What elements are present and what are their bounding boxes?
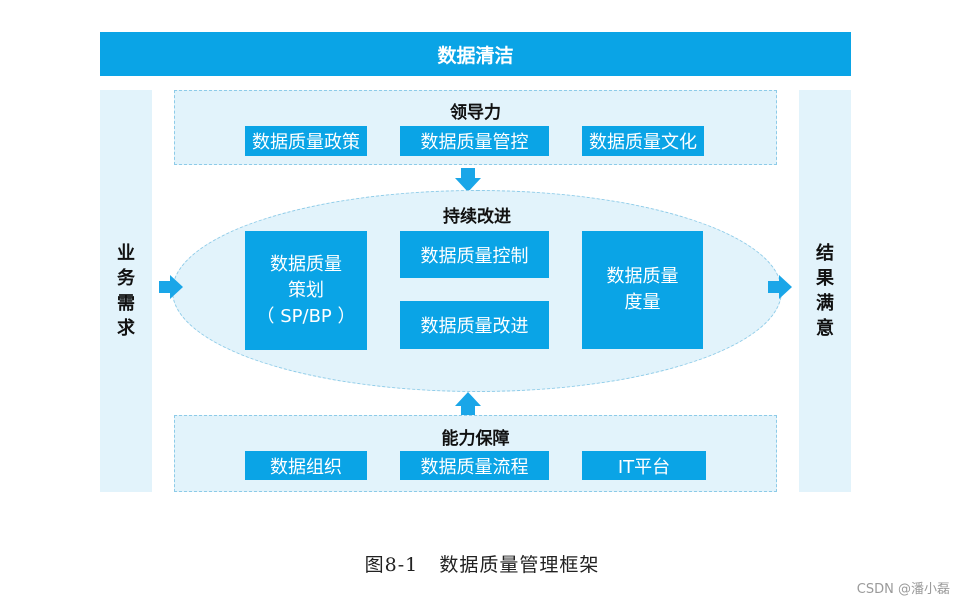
measure-line-2: 度量 [624, 292, 661, 313]
planning-line-2: 策划 [288, 279, 324, 301]
watermark: CSDN @潘小磊 [856, 582, 950, 597]
measure-line-1: 数据质量 [606, 266, 679, 287]
top-banner: 数据清洁 [100, 32, 851, 76]
arrow-right-icon [768, 275, 792, 299]
right-panel-char: 结 [816, 243, 834, 264]
arrow-right-icon [159, 275, 183, 299]
left-panel-char: 求 [117, 318, 135, 339]
box-it-platform: IT平台 [582, 451, 706, 480]
box-dq-process: 数据质量流程 [400, 451, 549, 480]
right-panel-char: 果 [816, 268, 834, 289]
box-dq-governance: 数据质量管控 [400, 126, 549, 156]
left-panel-char: 需 [117, 293, 135, 314]
box-dq-culture: 数据质量文化 [582, 126, 704, 156]
box-dq-measurement: 数据质量 度量 [582, 231, 703, 349]
box-data-organization: 数据组织 [245, 451, 367, 480]
box-dq-policy: 数据质量政策 [245, 126, 367, 156]
arrow-down-icon [455, 168, 481, 192]
left-panel-char: 务 [117, 268, 135, 289]
planning-line-3: （ SP/BP ） [256, 305, 356, 327]
planning-line-1: 数据质量 [270, 253, 342, 275]
box-dq-improvement: 数据质量改进 [400, 301, 549, 349]
right-panel-result-satisfaction: 结 果 满 意 [799, 90, 851, 492]
left-panel-business-requirements: 业 务 需 求 [100, 90, 152, 492]
right-panel-char: 意 [816, 318, 834, 339]
right-panel-char: 满 [816, 293, 834, 314]
figure-caption: 图8-1 数据质量管理框架 [364, 554, 600, 576]
left-panel-char: 业 [117, 243, 135, 264]
box-dq-planning: 数据质量 策划 （ SP/BP ） [245, 231, 367, 350]
top-banner-label: 数据清洁 [437, 44, 514, 67]
arrow-up-icon [455, 392, 481, 416]
box-dq-control: 数据质量控制 [400, 231, 549, 278]
leadership-title: 领导力 [450, 103, 501, 123]
capability-title: 能力保障 [441, 429, 510, 449]
continuous-improvement-title: 持续改进 [443, 207, 511, 227]
